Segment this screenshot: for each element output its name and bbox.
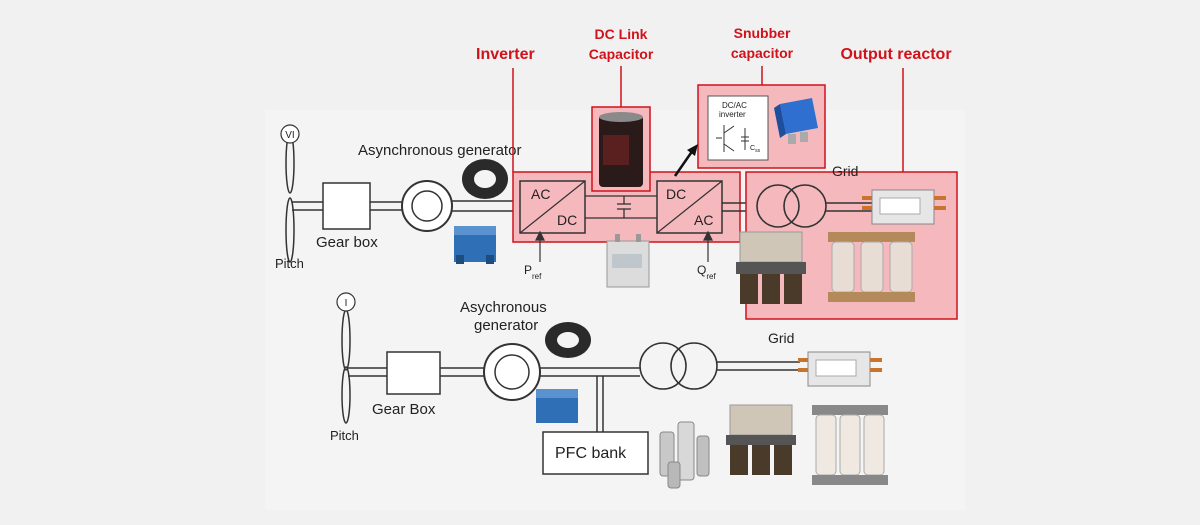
inset-cs-label: Css <box>750 145 761 154</box>
top-generator-icon <box>401 180 453 232</box>
electrolytic-capacitor-icon <box>599 112 643 187</box>
dc-ac-top-label: DC <box>666 186 686 202</box>
pfc-bank-label: PFC bank <box>555 445 627 462</box>
sine-filter-choke-icon <box>736 231 806 304</box>
snubber-callout-1: Snubber <box>734 25 791 41</box>
q-ref-arrow <box>703 230 713 262</box>
bottom-rotor-icon <box>336 292 356 424</box>
igbt-symbol-icon <box>716 125 749 152</box>
film-capacitor-icon <box>606 234 650 288</box>
bottom-generator-label-1: Asychronous <box>460 299 547 316</box>
emc-filter-icon <box>862 189 946 225</box>
bottom-generator-label-2: generator <box>474 317 538 334</box>
bottom-generator-icon <box>483 343 541 401</box>
bottom-pitch-label: Pitch <box>330 428 359 443</box>
bottom-grid-line <box>540 367 640 432</box>
p-ref-arrow <box>535 230 545 262</box>
bottom-rotor-symbol: I <box>345 298 348 309</box>
top-shaft <box>292 200 520 212</box>
dc-link-callout-2: Capacitor <box>589 46 654 62</box>
ac-dc-bottom-label: DC <box>557 212 577 228</box>
top-grid-connection <box>826 202 872 212</box>
inverter-inset <box>707 95 769 161</box>
dc-link-callout-1: DC Link <box>595 26 648 42</box>
inset-title-2: inverter <box>719 110 746 119</box>
bottom-gear-box-label: Gear Box <box>372 401 436 418</box>
pfc-capacitors-icon <box>659 421 710 489</box>
bottom-emc-filter-icon <box>798 351 882 387</box>
bottom-ferrite-ring-icon <box>545 322 591 358</box>
pfc-bank-box <box>542 431 649 475</box>
inset-title-1: DC/AC <box>722 101 747 110</box>
snubber-capacitor-icon <box>774 98 818 144</box>
bottom-transformer-icon <box>639 342 718 390</box>
ac-dc-top-label: AC <box>531 186 550 202</box>
top-gear-box-label: Gear box <box>316 234 378 251</box>
dc-ac-bottom-label: AC <box>694 212 713 228</box>
dc-ac-converter <box>656 180 723 234</box>
output-reactor-callout: Output reactor <box>840 46 951 63</box>
bottom-blue-capacitor-icon <box>536 389 578 423</box>
snubber-pointer-arrow <box>673 144 698 177</box>
bottom-grid-connection <box>717 361 800 371</box>
bottom-reactor-icon <box>812 405 888 485</box>
top-rotor-icon <box>280 124 300 263</box>
top-generator-label: Asynchronous generator <box>358 142 521 159</box>
dc-link-bus <box>585 195 657 219</box>
top-gear-box <box>322 182 371 230</box>
top-pitch-label: Pitch <box>275 256 304 271</box>
bottom-shaft <box>348 367 485 377</box>
inverter-callout: Inverter <box>476 46 535 63</box>
bottom-grid-label: Grid <box>768 330 794 346</box>
p-ref-label: Pref <box>524 263 542 281</box>
top-transformer-icon <box>756 184 827 228</box>
ac-dc-converter <box>519 180 586 234</box>
bottom-gear-box <box>386 351 441 395</box>
output-reactor-icon <box>828 232 915 302</box>
top-grid-label: Grid <box>832 163 858 179</box>
bottom-choke-icon <box>726 404 796 475</box>
ferrite-ring-icon <box>462 159 508 199</box>
q-ref-label: Qref <box>697 263 716 281</box>
snubber-callout-2: capacitor <box>731 45 794 61</box>
blue-capacitor-icon <box>454 226 496 264</box>
top-rotor-symbol: VI <box>285 130 294 141</box>
